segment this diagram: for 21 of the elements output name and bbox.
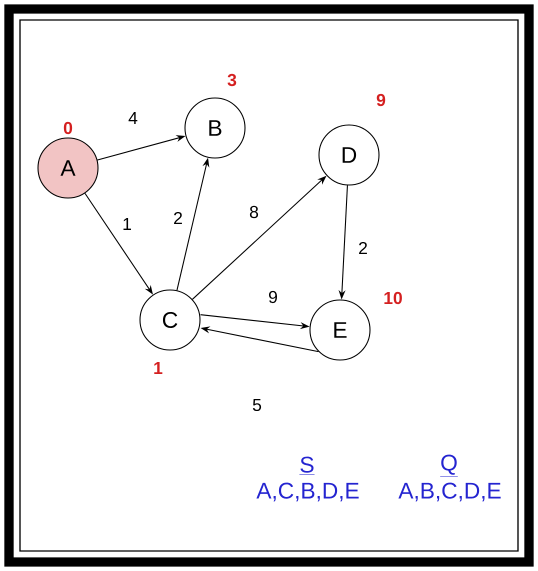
distance-label: 3 [228, 74, 236, 86]
edge-label: 2 [356, 240, 370, 256]
edge-label: 4 [126, 110, 140, 126]
set-heading: S [299, 456, 315, 475]
edge-label: 5 [250, 398, 264, 412]
distance-label: 9 [376, 94, 386, 106]
graph-node: C [139, 289, 201, 351]
edge-label: 1 [120, 216, 134, 232]
graph-node: A [37, 137, 99, 199]
graph-node: E [309, 299, 371, 361]
distance-label: 0 [64, 122, 72, 134]
graph-node: D [318, 124, 380, 186]
edge-label: 8 [248, 204, 260, 220]
edge-label: 2 [172, 210, 184, 226]
vertex-list: A,B,C,D,E [398, 482, 501, 502]
set-heading: Q [440, 454, 458, 477]
edge-label: 9 [266, 290, 280, 304]
graph-node: B [184, 97, 246, 159]
distance-label: 1 [154, 362, 162, 374]
vertex-list: A,C,B,D,E [256, 482, 359, 502]
distance-label: 10 [384, 292, 402, 304]
